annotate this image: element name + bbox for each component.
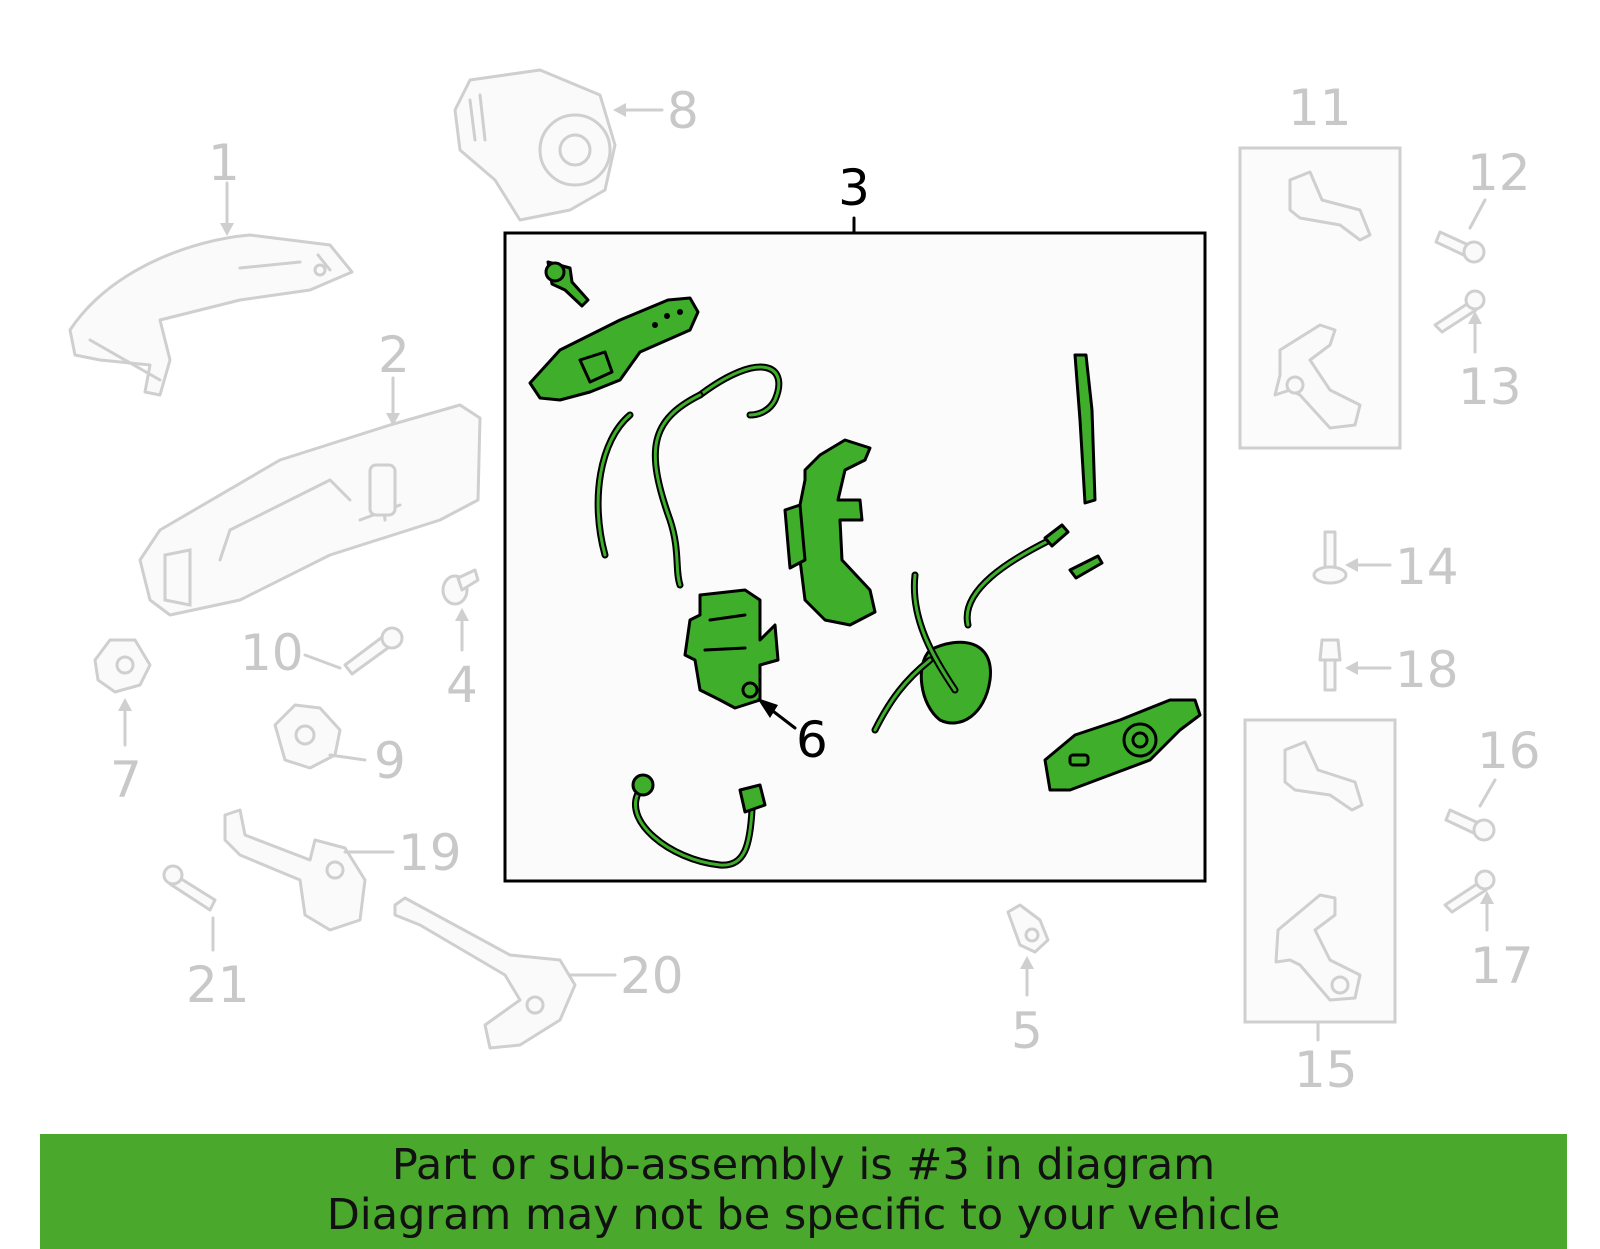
part-4-fastener[interactable] bbox=[441, 568, 480, 606]
part-9-bumper[interactable] bbox=[273, 703, 342, 770]
parts-diagram: 1 2 3 bbox=[68, 68, 1541, 1099]
callout-19[interactable]: 19 bbox=[398, 824, 462, 882]
callout-7[interactable]: 7 bbox=[110, 751, 142, 809]
part-16-bolt[interactable] bbox=[1444, 808, 1496, 842]
part-14-bolt[interactable] bbox=[1312, 530, 1348, 585]
callout-2[interactable]: 2 bbox=[378, 326, 410, 384]
info-banner: Part or sub-assembly is #3 in diagram Di… bbox=[40, 1134, 1567, 1249]
part-3-components[interactable] bbox=[528, 260, 1202, 869]
part-2-interior-handle[interactable] bbox=[138, 403, 482, 617]
callout-8[interactable]: 8 bbox=[667, 82, 699, 140]
part-5-clip[interactable] bbox=[1006, 903, 1050, 954]
banner-line-2: Diagram may not be specific to your vehi… bbox=[326, 1190, 1281, 1240]
callout-6[interactable]: 6 bbox=[796, 711, 828, 769]
callout-13[interactable]: 13 bbox=[1458, 358, 1522, 416]
part-17-screw[interactable] bbox=[1443, 869, 1496, 914]
part-12-bolt[interactable] bbox=[1434, 230, 1486, 264]
part-20-bracket[interactable] bbox=[393, 896, 577, 1050]
part-21-screw[interactable] bbox=[162, 864, 217, 912]
callout-14[interactable]: 14 bbox=[1395, 538, 1459, 596]
part-19-check-strap[interactable] bbox=[223, 808, 367, 932]
callout-12[interactable]: 12 bbox=[1467, 144, 1531, 202]
callout-9[interactable]: 9 bbox=[374, 732, 406, 790]
part-1-exterior-handle[interactable] bbox=[68, 233, 354, 397]
callout-16[interactable]: 16 bbox=[1477, 722, 1541, 780]
callout-5[interactable]: 5 bbox=[1011, 1002, 1043, 1060]
callout-15[interactable]: 15 bbox=[1294, 1041, 1358, 1099]
callout-1[interactable]: 1 bbox=[208, 134, 240, 192]
banner-line-1: Part or sub-assembly is #3 in diagram bbox=[391, 1140, 1216, 1190]
arrowhead-1 bbox=[220, 223, 234, 236]
callout-10[interactable]: 10 bbox=[240, 624, 304, 682]
callout-20[interactable]: 20 bbox=[620, 947, 684, 1005]
callout-17[interactable]: 17 bbox=[1470, 937, 1534, 995]
callout-18[interactable]: 18 bbox=[1395, 641, 1459, 699]
callout-3[interactable]: 3 bbox=[838, 159, 870, 217]
part-11-hinge[interactable] bbox=[1273, 170, 1372, 430]
part-8-lock-cylinder[interactable] bbox=[453, 68, 617, 222]
callout-11[interactable]: 11 bbox=[1288, 79, 1352, 137]
part-18-bolt[interactable] bbox=[1318, 638, 1342, 692]
part-15-hinge[interactable] bbox=[1274, 740, 1364, 1002]
callout-21[interactable]: 21 bbox=[186, 956, 250, 1014]
callout-4[interactable]: 4 bbox=[446, 656, 478, 714]
part-10-pin[interactable] bbox=[343, 626, 404, 676]
part-7-grommet[interactable] bbox=[93, 638, 152, 694]
part-13-screw[interactable] bbox=[1433, 289, 1486, 334]
